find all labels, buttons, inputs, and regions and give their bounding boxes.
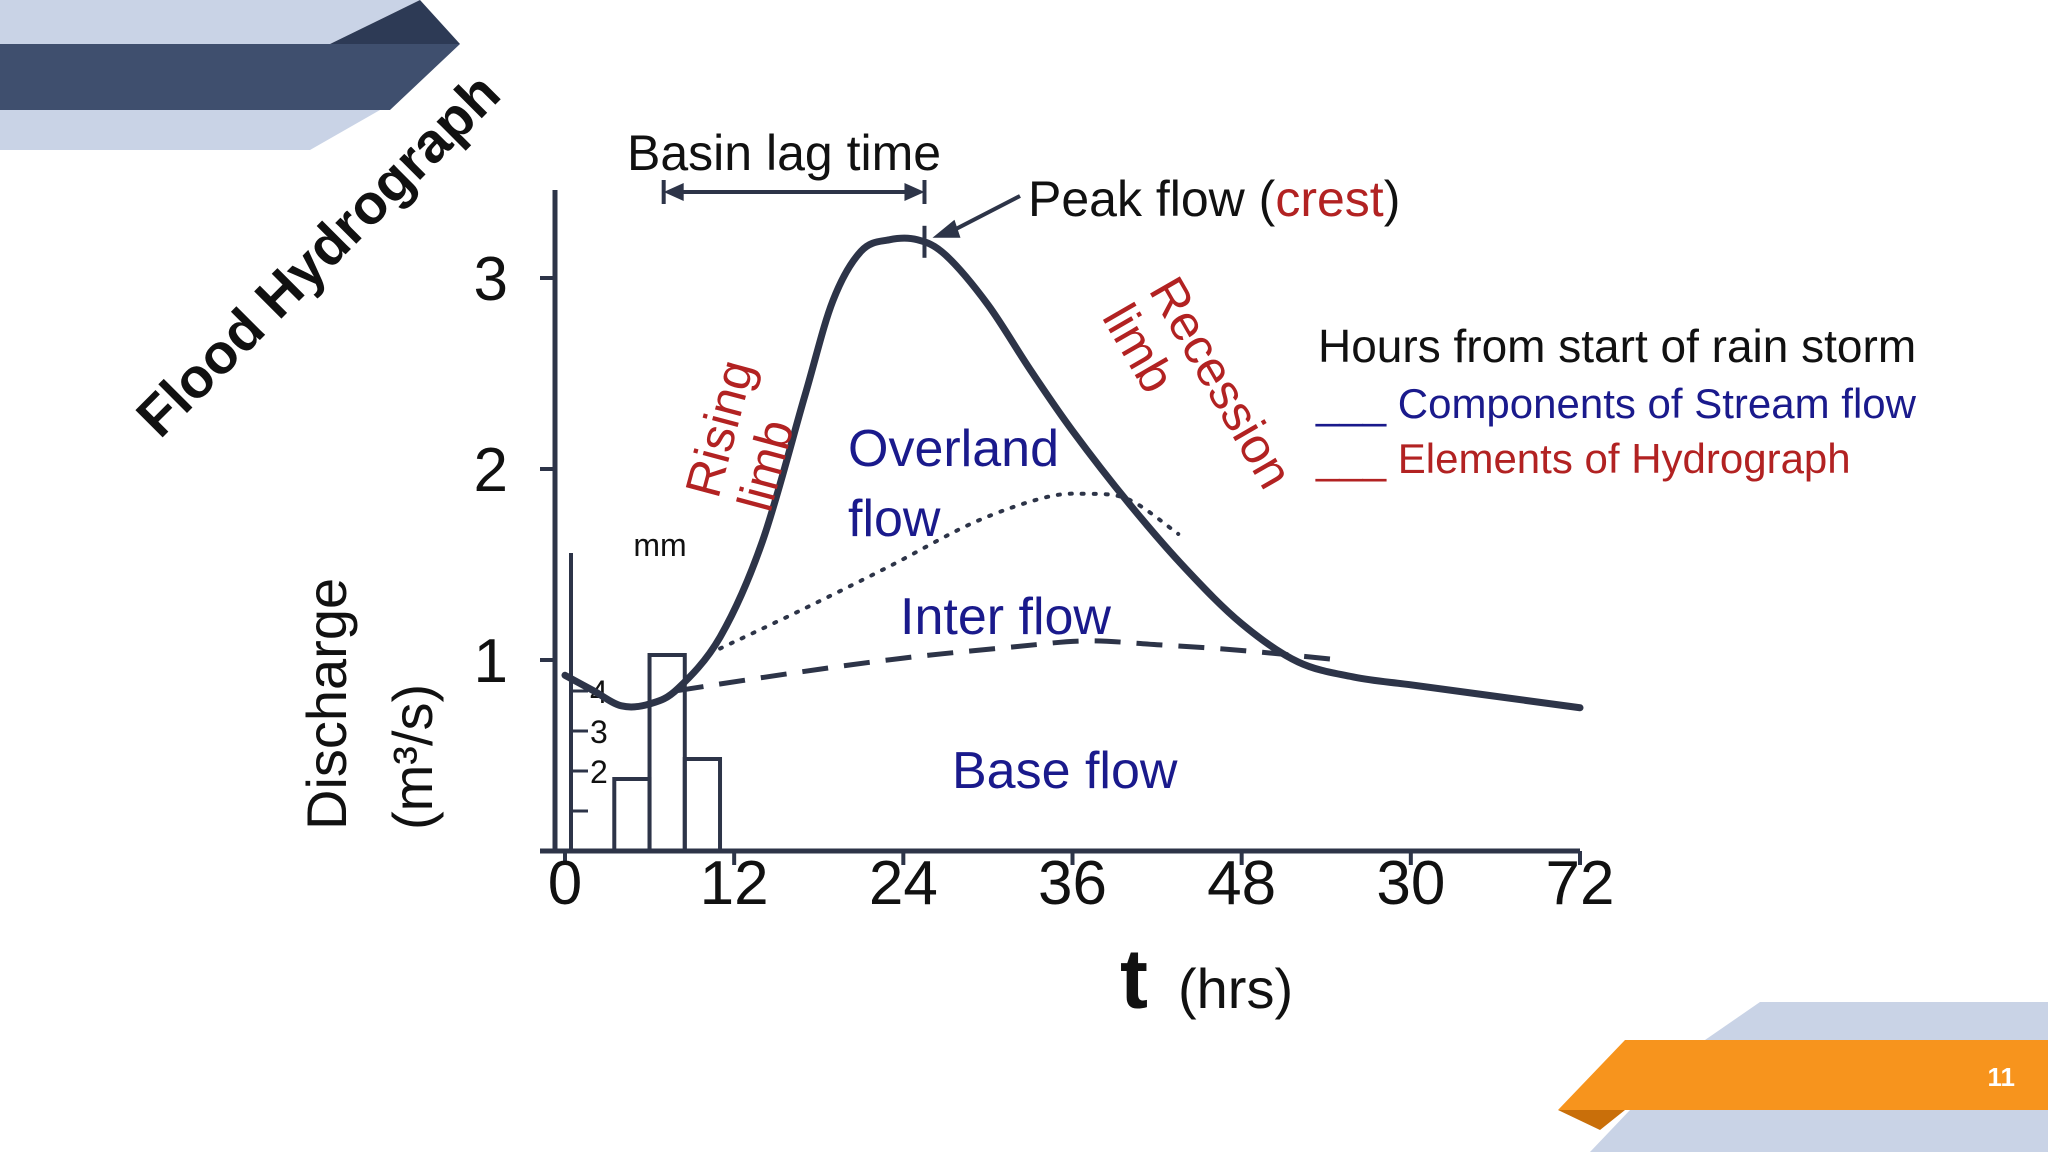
peak-flow-text: Peak flow ( xyxy=(1028,171,1276,227)
rain-unit-label: mm xyxy=(633,527,686,563)
rain-ticks: 234 xyxy=(571,674,608,813)
y-tick-label: 2 xyxy=(474,436,508,505)
basin-lag-arrowhead-right xyxy=(904,183,925,201)
banner-light-bottom xyxy=(0,110,380,150)
x-tick-label: 30 xyxy=(1376,849,1445,918)
peak-flow-pointer-head xyxy=(932,219,961,238)
y-axis-unit: (m³/s) xyxy=(381,684,444,830)
y-tick-label: 1 xyxy=(474,627,508,696)
y-axis-label: Discharge xyxy=(295,578,358,830)
footer-light-top xyxy=(1705,1002,2048,1040)
x-axis-symbol: t xyxy=(1120,932,1148,1026)
banner-dark-fold xyxy=(330,0,460,44)
hydrograph-series xyxy=(561,234,1584,712)
footer-orange xyxy=(1558,1040,2048,1110)
y-ticks: 1 2 3 xyxy=(474,245,555,696)
peak-flow-annotation: Peak flow (crest) xyxy=(922,171,1400,258)
rain-bar-1 xyxy=(612,777,652,853)
x-tick-label: 12 xyxy=(700,849,769,918)
overland-flow-line2: flow xyxy=(848,490,941,548)
x-tick-label: 48 xyxy=(1207,849,1276,918)
x-tick-label: 24 xyxy=(869,849,938,918)
legend-heading: Hours from start of rain storm xyxy=(1318,320,1916,372)
rain-bar-2 xyxy=(647,653,687,853)
legend: Hours from start of rain storm ___ Compo… xyxy=(1315,320,1917,482)
legend-entry-elements: ___ Elements of Hydrograph xyxy=(1315,435,1851,482)
x-tick-label: 0 xyxy=(548,849,582,918)
rising-limb-label: Rising limb xyxy=(675,354,805,517)
inter-flow-label: Inter flow xyxy=(900,588,1111,646)
banner-light-top xyxy=(0,0,420,44)
legend-label-elements: Elements of Hydrograph xyxy=(1398,435,1851,482)
rain-tick-label: 3 xyxy=(590,714,608,750)
basin-lag-label: Basin lag time xyxy=(627,125,941,181)
banner-dark xyxy=(0,44,460,110)
peak-crest-text: crest xyxy=(1275,171,1383,227)
legend-marker-blue: ___ xyxy=(1315,380,1387,427)
x-ticks: 0 12 24 36 48 30 72 xyxy=(548,849,1615,918)
peak-flow-label: Peak flow (crest) xyxy=(1028,171,1400,227)
legend-label-components: Components of Stream flow xyxy=(1398,380,1917,427)
page-number: 11 xyxy=(1988,1062,2016,1092)
overland-flow-line1: Overland xyxy=(848,420,1059,478)
basin-lag-arrowhead-left xyxy=(663,183,684,201)
footer-orange-fold xyxy=(1558,1110,1625,1130)
peak-flow-pointer xyxy=(949,194,1021,234)
rain-bar-3 xyxy=(682,757,723,853)
legend-marker-red: ___ xyxy=(1315,435,1387,482)
inter-base-boundary xyxy=(677,638,1341,694)
y-tick-label: 3 xyxy=(474,245,508,314)
peak-close-text: ) xyxy=(1384,171,1401,227)
recession-limb-label: Recession limb xyxy=(1092,268,1304,498)
hydrograph-curve xyxy=(561,234,1584,712)
rainfall-hyetograph: 234 mm xyxy=(569,527,723,853)
x-tick-label: 72 xyxy=(1546,849,1615,918)
rain-bars xyxy=(612,653,723,853)
rain-tick-label: 2 xyxy=(590,754,608,790)
basin-lag-annotation: Basin lag time xyxy=(627,125,941,204)
overland-inter-boundary xyxy=(718,491,1181,651)
footer-light-bottom xyxy=(1590,1110,2048,1152)
x-axis-unit: (hrs) xyxy=(1178,957,1293,1020)
legend-entry-components: ___ Components of Stream flow xyxy=(1315,380,1917,427)
base-flow-label: Base flow xyxy=(952,742,1178,800)
x-tick-label: 36 xyxy=(1038,849,1107,918)
